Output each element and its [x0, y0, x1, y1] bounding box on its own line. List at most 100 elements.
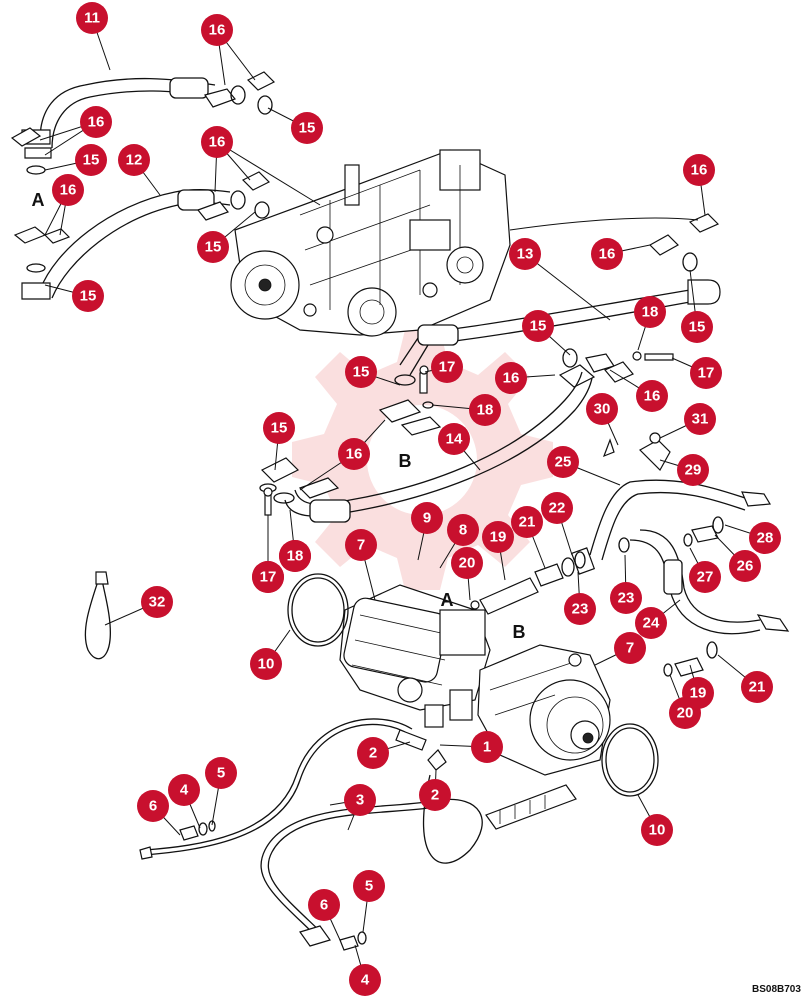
svg-text:1: 1 — [483, 739, 491, 756]
svg-text:4: 4 — [361, 972, 370, 989]
hose-11 — [21, 77, 216, 159]
svg-text:17: 17 — [698, 365, 715, 382]
svg-text:2: 2 — [369, 745, 377, 762]
view-labels: A B — [32, 190, 412, 471]
callout-28: 28 — [749, 522, 781, 554]
port-label-a: A — [441, 590, 454, 610]
svg-text:11: 11 — [84, 10, 100, 27]
svg-text:16: 16 — [346, 446, 363, 463]
callout-19: 19 — [482, 521, 514, 553]
svg-text:15: 15 — [205, 239, 222, 256]
svg-text:16: 16 — [209, 134, 226, 151]
callout-16: 16 — [495, 362, 527, 394]
callout-21: 21 — [511, 506, 543, 538]
callout-3: 3 — [344, 784, 376, 816]
callout-6: 6 — [308, 889, 340, 921]
cable-tie-32 — [84, 571, 112, 660]
callout-18: 18 — [634, 296, 666, 328]
callout-9: 9 — [411, 502, 443, 534]
callout-17: 17 — [252, 561, 284, 593]
svg-text:27: 27 — [697, 569, 714, 586]
callout-15: 15 — [345, 356, 377, 388]
callout-26: 26 — [729, 550, 761, 582]
callout-7: 7 — [614, 632, 646, 664]
svg-text:7: 7 — [357, 537, 365, 554]
svg-text:23: 23 — [572, 601, 589, 618]
callout-15: 15 — [75, 144, 107, 176]
fitting-cluster-upper — [470, 516, 724, 677]
callout-1: 1 — [471, 731, 503, 763]
svg-text:21: 21 — [519, 514, 536, 531]
drive-motor-a — [339, 584, 491, 728]
callout-14: 14 — [438, 423, 470, 455]
callout-7: 7 — [345, 529, 377, 561]
flange-cluster-b — [378, 348, 674, 471]
svg-text:16: 16 — [599, 246, 616, 263]
svg-text:25: 25 — [555, 454, 572, 471]
callout-15: 15 — [72, 280, 104, 312]
callout-31: 31 — [684, 403, 716, 435]
svg-text:15: 15 — [271, 420, 288, 437]
figure-code: BS08B703 — [752, 984, 801, 995]
svg-text:19: 19 — [490, 529, 507, 546]
hose-24 — [629, 529, 790, 635]
svg-text:32: 32 — [149, 594, 166, 611]
svg-text:15: 15 — [530, 318, 547, 335]
svg-text:7: 7 — [626, 640, 634, 657]
valve-block — [485, 784, 577, 830]
callout-17: 17 — [690, 357, 722, 389]
callout-15: 15 — [263, 412, 295, 444]
hose-14 — [259, 371, 593, 523]
svg-text:5: 5 — [365, 878, 373, 895]
callout-32: 32 — [141, 586, 173, 618]
svg-text:10: 10 — [649, 822, 666, 839]
svg-text:19: 19 — [690, 685, 707, 702]
callout-2: 2 — [419, 779, 451, 811]
svg-text:21: 21 — [749, 679, 766, 696]
svg-text:23: 23 — [618, 590, 635, 607]
hydrostatic-pump-assembly — [230, 149, 511, 337]
o-ring-10-right — [601, 723, 659, 797]
callout-13: 13 — [509, 238, 541, 270]
callout-16: 16 — [52, 174, 84, 206]
callout-16: 16 — [591, 238, 623, 270]
callout-18: 18 — [469, 394, 501, 426]
svg-text:3: 3 — [356, 792, 364, 809]
svg-text:20: 20 — [677, 705, 694, 722]
callout-15: 15 — [522, 310, 554, 342]
callout-24: 24 — [635, 607, 667, 639]
callout-8: 8 — [447, 514, 479, 546]
svg-text:15: 15 — [80, 288, 97, 305]
svg-text:15: 15 — [299, 120, 316, 137]
callout-29: 29 — [677, 454, 709, 486]
callout-16: 16 — [80, 106, 112, 138]
o-ring-10-left — [287, 573, 349, 647]
callout-16: 16 — [636, 380, 668, 412]
callout-16: 16 — [201, 126, 233, 158]
svg-text:5: 5 — [217, 765, 225, 782]
callout-27: 27 — [689, 561, 721, 593]
callout-5: 5 — [205, 757, 237, 789]
callout-2: 2 — [357, 737, 389, 769]
svg-text:26: 26 — [737, 558, 754, 575]
callout-25: 25 — [547, 446, 579, 478]
callout-10: 10 — [250, 648, 282, 680]
svg-text:18: 18 — [642, 304, 659, 321]
svg-text:6: 6 — [149, 798, 157, 815]
callout-4: 4 — [168, 774, 200, 806]
svg-text:22: 22 — [549, 500, 566, 517]
view-label-a: A — [32, 190, 45, 210]
callout-21: 21 — [741, 671, 773, 703]
svg-text:24: 24 — [643, 615, 660, 632]
callout-17: 17 — [431, 351, 463, 383]
callout-16: 16 — [201, 14, 233, 46]
hose-3 — [139, 718, 483, 951]
svg-text:13: 13 — [517, 246, 534, 263]
svg-text:12: 12 — [126, 152, 143, 169]
callout-bubbles: 11 16 16 15 16 15 12 16 16 15 15 16 15 1… — [52, 2, 781, 996]
svg-text:16: 16 — [60, 182, 77, 199]
flanges-top-left — [10, 71, 276, 273]
svg-text:28: 28 — [757, 530, 774, 547]
